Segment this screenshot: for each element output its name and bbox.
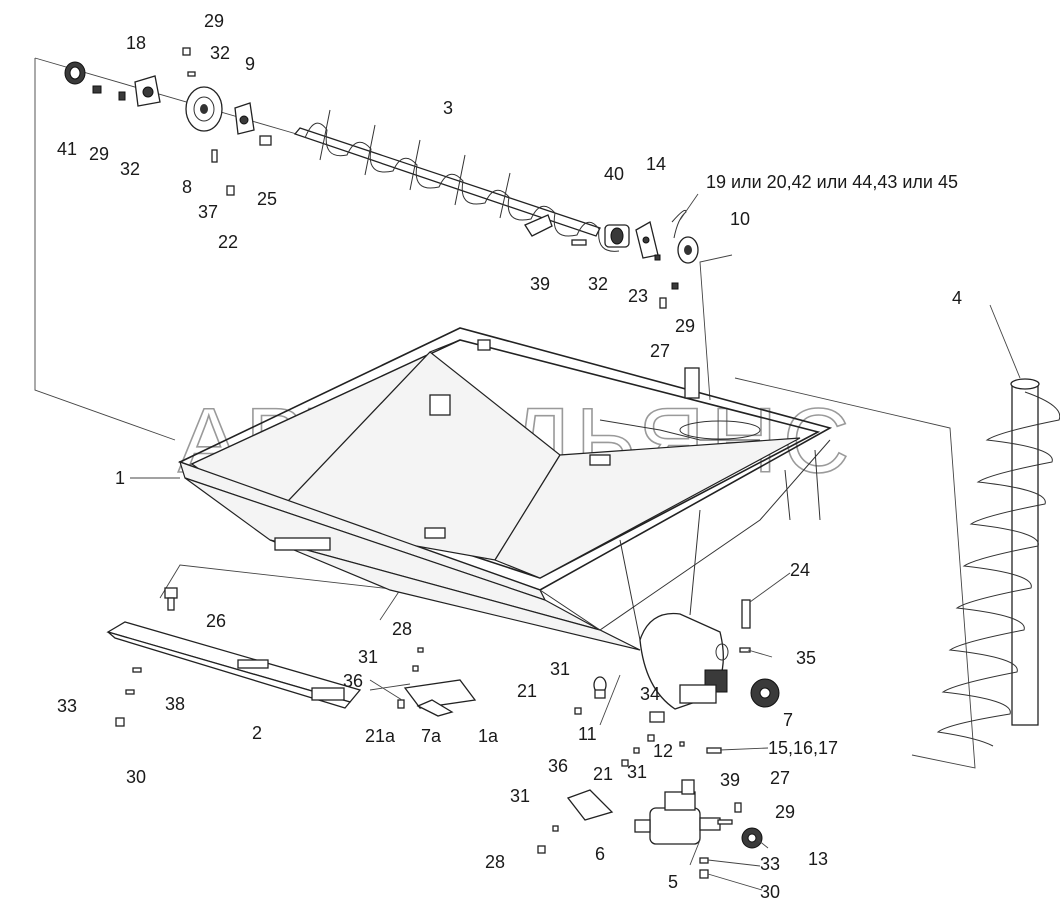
- part-labels: 41 29 32 18 29 32 9 8 37 22 25 3 40 14 1…: [57, 11, 962, 902]
- hopper-frame-part-1: [177, 327, 833, 651]
- label-1: 1: [115, 468, 125, 488]
- horizontal-auger-part-3: [293, 109, 620, 252]
- label-10: 10: [730, 209, 750, 229]
- label-31: 31: [510, 786, 530, 806]
- label-22: 22: [218, 232, 238, 252]
- label-7: 7: [783, 710, 793, 730]
- label-13: 13: [808, 849, 828, 869]
- label-40: 40: [604, 164, 624, 184]
- label-3: 3: [443, 98, 453, 118]
- label-18: 18: [126, 33, 146, 53]
- vertical-auger-part-4: [936, 378, 1060, 747]
- label-5: 5: [668, 872, 678, 892]
- label-23: 23: [628, 286, 648, 306]
- label-29: 29: [204, 11, 224, 31]
- label-19: 19 или 20,42 или 44,43 или 45: [706, 172, 958, 192]
- label-4: 4: [952, 288, 962, 308]
- bearing-parts-right: [571, 209, 699, 309]
- label-39: 39: [530, 274, 550, 294]
- label-27: 27: [650, 341, 670, 361]
- label-12: 12: [653, 741, 673, 761]
- label-8: 8: [182, 177, 192, 197]
- label-21: 21: [517, 681, 537, 701]
- label-30: 30: [126, 767, 146, 787]
- label-28: 28: [392, 619, 412, 639]
- label-26: 26: [206, 611, 226, 631]
- sprocket-part-7: [750, 678, 780, 708]
- small-hardware: [115, 587, 751, 879]
- label-34: 34: [640, 684, 660, 704]
- label-6: 6: [595, 844, 605, 864]
- label-31: 31: [627, 762, 647, 782]
- leader-lines: [130, 193, 1021, 891]
- label-30: 30: [760, 882, 780, 902]
- bearing-parts-left: [64, 47, 272, 196]
- label-1a: 1а: [478, 726, 499, 746]
- channel-bar-part-2: [106, 621, 362, 709]
- label-27: 27: [770, 768, 790, 788]
- label-29: 29: [675, 316, 695, 336]
- label-15-16-17: 15,16,17: [768, 738, 838, 758]
- label-29: 29: [89, 144, 109, 164]
- label-14: 14: [646, 154, 666, 174]
- label-37: 37: [198, 202, 218, 222]
- label-36: 36: [343, 671, 363, 691]
- label-21a: 21а: [365, 726, 396, 746]
- label-33: 33: [57, 696, 77, 716]
- label-2: 2: [252, 723, 262, 743]
- label-31: 31: [550, 659, 570, 679]
- label-32: 32: [120, 159, 140, 179]
- label-35: 35: [796, 648, 816, 668]
- label-32: 32: [210, 43, 230, 63]
- label-31: 31: [358, 647, 378, 667]
- label-25: 25: [257, 189, 277, 209]
- label-41: 41: [57, 139, 77, 159]
- label-21: 21: [593, 764, 613, 784]
- label-11: 11: [578, 724, 597, 744]
- gearbox-part-5: [634, 779, 763, 849]
- label-28: 28: [485, 852, 505, 872]
- label-9: 9: [245, 54, 255, 74]
- label-36: 36: [548, 756, 568, 776]
- label-7a: 7а: [421, 726, 442, 746]
- label-24: 24: [790, 560, 810, 580]
- label-32: 32: [588, 274, 608, 294]
- label-38: 38: [165, 694, 185, 714]
- label-39: 39: [720, 770, 740, 790]
- label-33: 33: [760, 854, 780, 874]
- label-29: 29: [775, 802, 795, 822]
- gearbox-housing: [593, 612, 729, 723]
